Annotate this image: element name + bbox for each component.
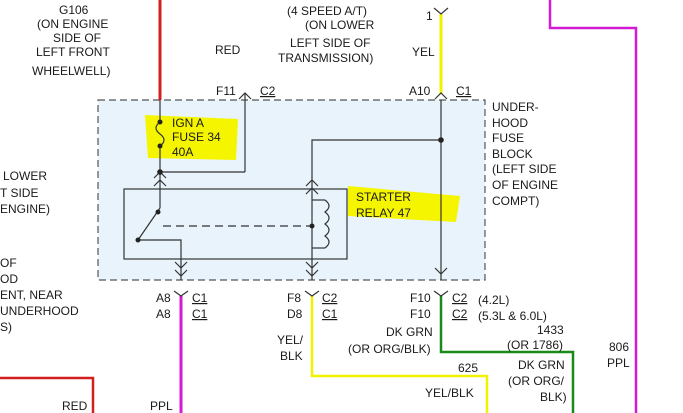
wire-color-label: BLK): [540, 390, 567, 404]
fuse-block-label: BLOCK: [492, 147, 533, 161]
junction-dot: [135, 237, 141, 243]
trans-label: (4 SPEED A/T): [287, 4, 367, 18]
fuse-block-label: (LEFT SIDE: [492, 162, 556, 176]
fuse-block-label: FUSE: [492, 131, 524, 145]
fuse-block-label: UNDER-: [492, 100, 539, 114]
g106-label: G106: [59, 3, 89, 17]
junction-dot: [155, 209, 161, 215]
junction-dot: [157, 169, 163, 175]
wire-color-label: PPL: [150, 399, 173, 413]
f10-label: F10: [410, 291, 431, 305]
circuit-label: (OR 1786): [507, 338, 563, 352]
left-label: ENGINE): [0, 202, 50, 216]
circuit-label: 1433: [537, 323, 564, 337]
left-label: UNDERHOOD: [0, 304, 79, 318]
left-label: ENT, NEAR: [0, 288, 63, 302]
wire-color-label: (OR ORG/: [508, 374, 565, 388]
relay-label: RELAY 47: [356, 206, 411, 220]
wire-color-label: YEL/: [277, 333, 304, 347]
wire-color-label: (OR ORG/BLK): [348, 342, 431, 356]
wire-color-label: YEL/BLK: [425, 386, 474, 400]
c2-label: C2: [452, 291, 468, 305]
c1-label: C1: [192, 291, 208, 305]
fuse-block-label: COMPT): [492, 194, 539, 208]
g106-label: (ON ENGINE: [37, 17, 108, 31]
a8-label: A8: [156, 307, 171, 321]
wire-color-label: DK GRN: [518, 358, 565, 372]
engine-label: (4.2L): [478, 293, 509, 307]
magenta-wire-top-right: [548, 0, 638, 413]
trans-label: (ON LOWER: [305, 18, 375, 32]
junction-dot: [157, 119, 163, 125]
red-wire-label: RED: [215, 43, 241, 57]
green-wire: [439, 296, 575, 413]
wire-color-label: DK GRN: [386, 325, 433, 339]
junction-dot: [157, 143, 163, 149]
c2-label: C2: [322, 291, 338, 305]
fuse-label: 40A: [172, 145, 193, 159]
c1-label: C1: [456, 84, 472, 98]
a10-label: A10: [409, 84, 431, 98]
relay-label-highlight: [348, 186, 460, 222]
g106-label: LEFT FRONT: [36, 45, 110, 59]
f8-label: F8: [287, 291, 301, 305]
pin-1-label: 1: [426, 9, 433, 23]
yellow-wire-bottom: [310, 296, 489, 413]
left-label: T SIDE: [0, 186, 38, 200]
left-label: OF: [0, 256, 17, 270]
wire-color-label: BLK: [280, 349, 303, 363]
fuse-block-label: OF ENGINE: [492, 178, 558, 192]
trans-label: LEFT SIDE OF: [290, 36, 370, 50]
g106-label: WHEELWELL): [32, 64, 110, 78]
f10-label: F10: [410, 307, 431, 321]
relay-label: STARTER: [356, 190, 411, 204]
trans-label: TRANSMISSION): [278, 51, 373, 65]
left-label: S): [0, 320, 12, 334]
fuse-block-label: HOOD: [492, 116, 528, 130]
c1-label: C1: [192, 307, 208, 321]
wire-color-label: PPL: [607, 356, 630, 370]
engine-label: (5.3L & 6.0L): [478, 309, 547, 323]
yel-wire-label: YEL: [412, 45, 435, 59]
g106-label: SIDE OF: [53, 31, 101, 45]
circuit-label: 625: [458, 361, 478, 375]
red-wire-bottom: [0, 376, 95, 413]
wire-color-label: RED: [62, 399, 88, 413]
a8-label: A8: [156, 291, 171, 305]
d8-label: D8: [287, 307, 303, 321]
junction-dot: [309, 223, 315, 229]
circuit-label: 806: [609, 340, 629, 354]
left-label: LOWER: [3, 169, 47, 183]
fuse-label: IGN A: [172, 116, 204, 130]
fuse-label: FUSE 34: [172, 130, 221, 144]
fuse-label-highlight: [145, 115, 238, 160]
c2-label: C2: [452, 307, 468, 321]
left-label: OD: [0, 272, 18, 286]
c1-label: C1: [322, 307, 338, 321]
junction-dot: [438, 137, 444, 143]
f11-label: F11: [216, 84, 236, 98]
c2-label: C2: [260, 84, 276, 98]
